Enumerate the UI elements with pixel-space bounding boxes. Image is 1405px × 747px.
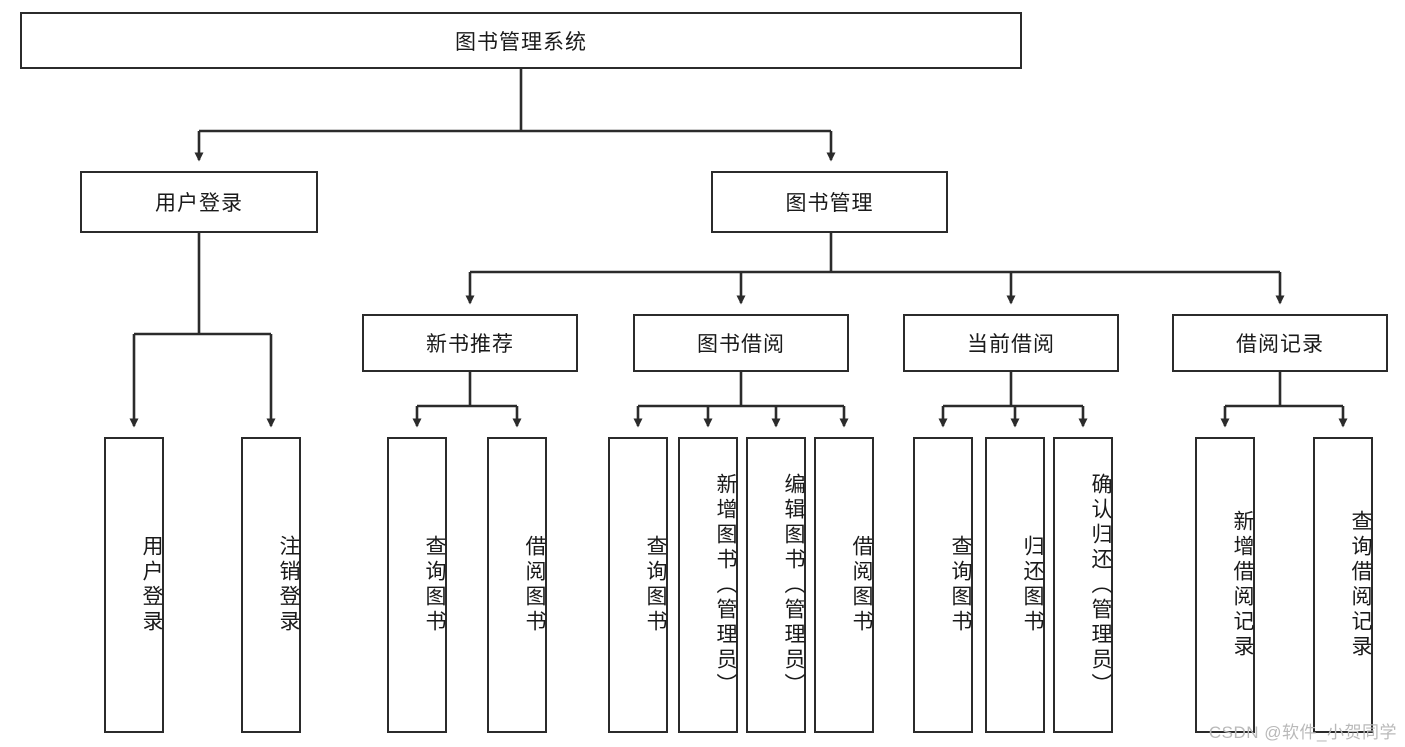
node-leaf-user-logout[interactable]: 注销登录 <box>241 437 301 733</box>
node-new-book-recommend-label: 新书推荐 <box>426 333 514 356</box>
node-leaf-edit-book[interactable]: 编辑图书（管理员） <box>746 437 806 733</box>
node-leaf-query-book-1[interactable]: 查询图书 <box>387 437 447 733</box>
node-borrow-record-label: 借阅记录 <box>1236 333 1324 356</box>
node-leaf-query-borrow-record[interactable]: 查询借阅记录 <box>1313 437 1373 733</box>
node-leaf-query-book-3[interactable]: 查询图书 <box>913 437 973 733</box>
node-leaf-confirm-return-label: 确认归还（管理员） <box>1089 472 1112 698</box>
node-leaf-add-book-label: 新增图书（管理员） <box>714 472 737 698</box>
node-leaf-user-login-label: 用户登录 <box>140 535 163 635</box>
node-book-borrow[interactable]: 图书借阅 <box>633 314 849 372</box>
node-leaf-query-borrow-record-label: 查询借阅记录 <box>1349 510 1372 660</box>
node-leaf-borrow-book-2[interactable]: 借阅图书 <box>814 437 874 733</box>
node-book-borrow-label: 图书借阅 <box>697 333 785 356</box>
node-leaf-add-book[interactable]: 新增图书（管理员） <box>678 437 738 733</box>
node-root-label: 图书管理系统 <box>455 30 587 54</box>
node-leaf-return-book[interactable]: 归还图书 <box>985 437 1045 733</box>
node-leaf-borrow-book-1[interactable]: 借阅图书 <box>487 437 547 733</box>
node-leaf-query-book-2[interactable]: 查询图书 <box>608 437 668 733</box>
node-leaf-user-logout-label: 注销登录 <box>277 535 300 635</box>
node-root[interactable]: 图书管理系统 <box>20 12 1022 69</box>
node-book-management-label: 图书管理 <box>785 192 874 215</box>
csdn-watermark: CSDN @软件_小贺同学 <box>1208 723 1397 742</box>
node-current-borrow-label: 当前借阅 <box>967 333 1055 356</box>
node-leaf-add-borrow-record[interactable]: 新增借阅记录 <box>1195 437 1255 733</box>
node-user-login-label: 用户登录 <box>155 192 243 215</box>
node-book-management[interactable]: 图书管理 <box>711 171 948 233</box>
node-leaf-user-login[interactable]: 用户登录 <box>104 437 164 733</box>
node-leaf-add-borrow-record-label: 新增借阅记录 <box>1231 510 1254 660</box>
node-leaf-edit-book-label: 编辑图书（管理员） <box>782 472 805 698</box>
node-user-login[interactable]: 用户登录 <box>80 171 318 233</box>
node-leaf-borrow-book-1-label: 借阅图书 <box>523 535 546 635</box>
node-leaf-query-book-1-label: 查询图书 <box>423 535 446 635</box>
node-borrow-record[interactable]: 借阅记录 <box>1172 314 1388 372</box>
node-leaf-return-book-label: 归还图书 <box>1021 535 1044 635</box>
node-current-borrow[interactable]: 当前借阅 <box>903 314 1119 372</box>
node-leaf-confirm-return[interactable]: 确认归还（管理员） <box>1053 437 1113 733</box>
node-leaf-query-book-2-label: 查询图书 <box>644 535 667 635</box>
node-new-book-recommend[interactable]: 新书推荐 <box>362 314 578 372</box>
node-leaf-borrow-book-2-label: 借阅图书 <box>850 535 873 635</box>
node-leaf-query-book-3-label: 查询图书 <box>949 535 972 635</box>
